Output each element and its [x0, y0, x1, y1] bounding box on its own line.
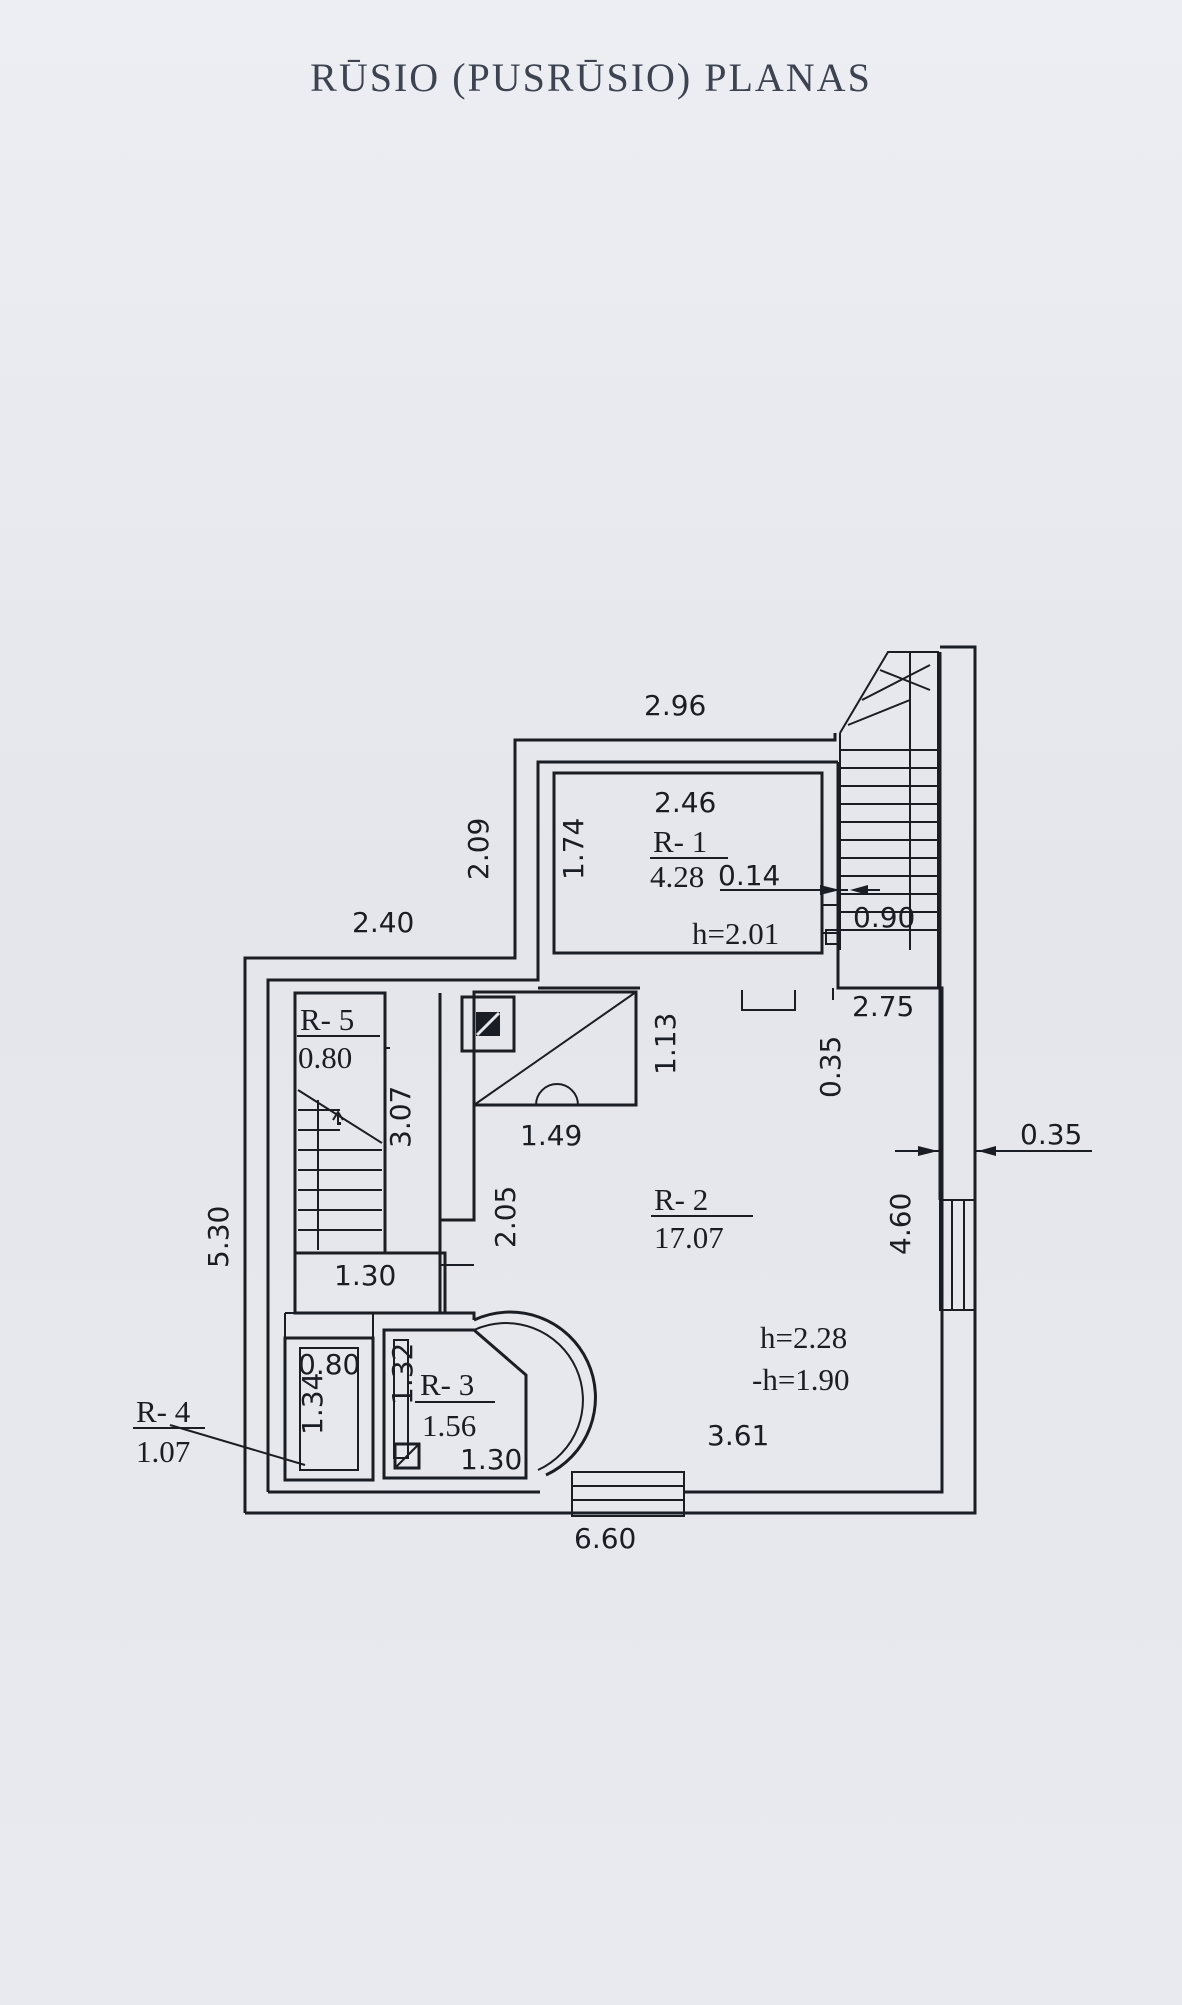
- door-r1: [821, 904, 841, 934]
- room-r3-id: R- 3: [420, 1367, 474, 1402]
- room-r1-outline: [552, 771, 824, 955]
- dim-left-upper-height: 2.09: [462, 818, 495, 880]
- dim-r5-length: 3.07: [384, 1086, 417, 1148]
- dim-bottom-inner: 3.61: [707, 1419, 769, 1452]
- plan-title: RŪSIO (PUSRŪSIO) PLANAS: [310, 55, 872, 100]
- room-r5-area: 0.80: [298, 1040, 352, 1075]
- dim-closet-height: 1.13: [649, 1013, 682, 1075]
- window-right: [939, 1199, 976, 1311]
- dimension-arrows: [133, 885, 1092, 1466]
- room-r4-area: 1.07: [136, 1434, 190, 1469]
- room-r2-id: R- 2: [654, 1182, 708, 1217]
- stair-upper: [839, 651, 939, 988]
- room-r1-id: R- 1: [653, 824, 707, 859]
- radiator: [741, 990, 796, 1011]
- dim-r3-height: 1.32: [386, 1343, 419, 1405]
- dim-top-width: 2.96: [644, 689, 706, 722]
- dim-small-offset: 0.35: [814, 1036, 847, 1098]
- room-r4-id: R- 4: [136, 1394, 191, 1429]
- room-r3-area: 1.56: [422, 1408, 476, 1443]
- room-r4: [283, 1312, 375, 1482]
- dim-total-height: 5.30: [202, 1206, 235, 1268]
- dim-r4-height: 1.34: [296, 1373, 329, 1435]
- room-r2-height: h=2.28: [760, 1320, 847, 1355]
- dim-r4-width: 0.80: [298, 1348, 360, 1381]
- room-r3: [382, 1310, 597, 1480]
- dim-r2-height: 4.60: [884, 1193, 917, 1255]
- dim-total-width: 6.60: [574, 1522, 636, 1555]
- dim-r1-height: 1.74: [557, 818, 590, 880]
- dim-r3-width: 1.30: [460, 1443, 522, 1476]
- dim-closet-width: 1.49: [520, 1119, 582, 1152]
- dim-left-upper-width: 2.40: [352, 906, 414, 939]
- closet: [460, 990, 638, 1107]
- room-r1-height: h=2.01: [692, 916, 779, 951]
- door-bottom: [571, 1471, 685, 1517]
- room-r2-area: 17.07: [654, 1220, 724, 1255]
- dim-stair-width: 0.90: [853, 901, 915, 934]
- room-r1-area: 4.28: [650, 859, 704, 894]
- dim-partition-length: 2.05: [489, 1186, 522, 1248]
- dim-r1-gap: 0.14: [718, 859, 780, 892]
- dim-stair-length: 2.75: [852, 990, 914, 1023]
- dim-wall-thickness: 0.35: [1020, 1118, 1082, 1151]
- partition-left: [440, 1105, 476, 1320]
- room-r2-height-below: -h=1.90: [752, 1362, 850, 1397]
- outer-walls: [243, 645, 977, 1515]
- room-r5-id: R- 5: [300, 1002, 354, 1037]
- dim-r1-width: 2.46: [654, 786, 716, 819]
- chimney-box: [460, 995, 516, 1053]
- dim-r5-width: 1.30: [334, 1259, 396, 1292]
